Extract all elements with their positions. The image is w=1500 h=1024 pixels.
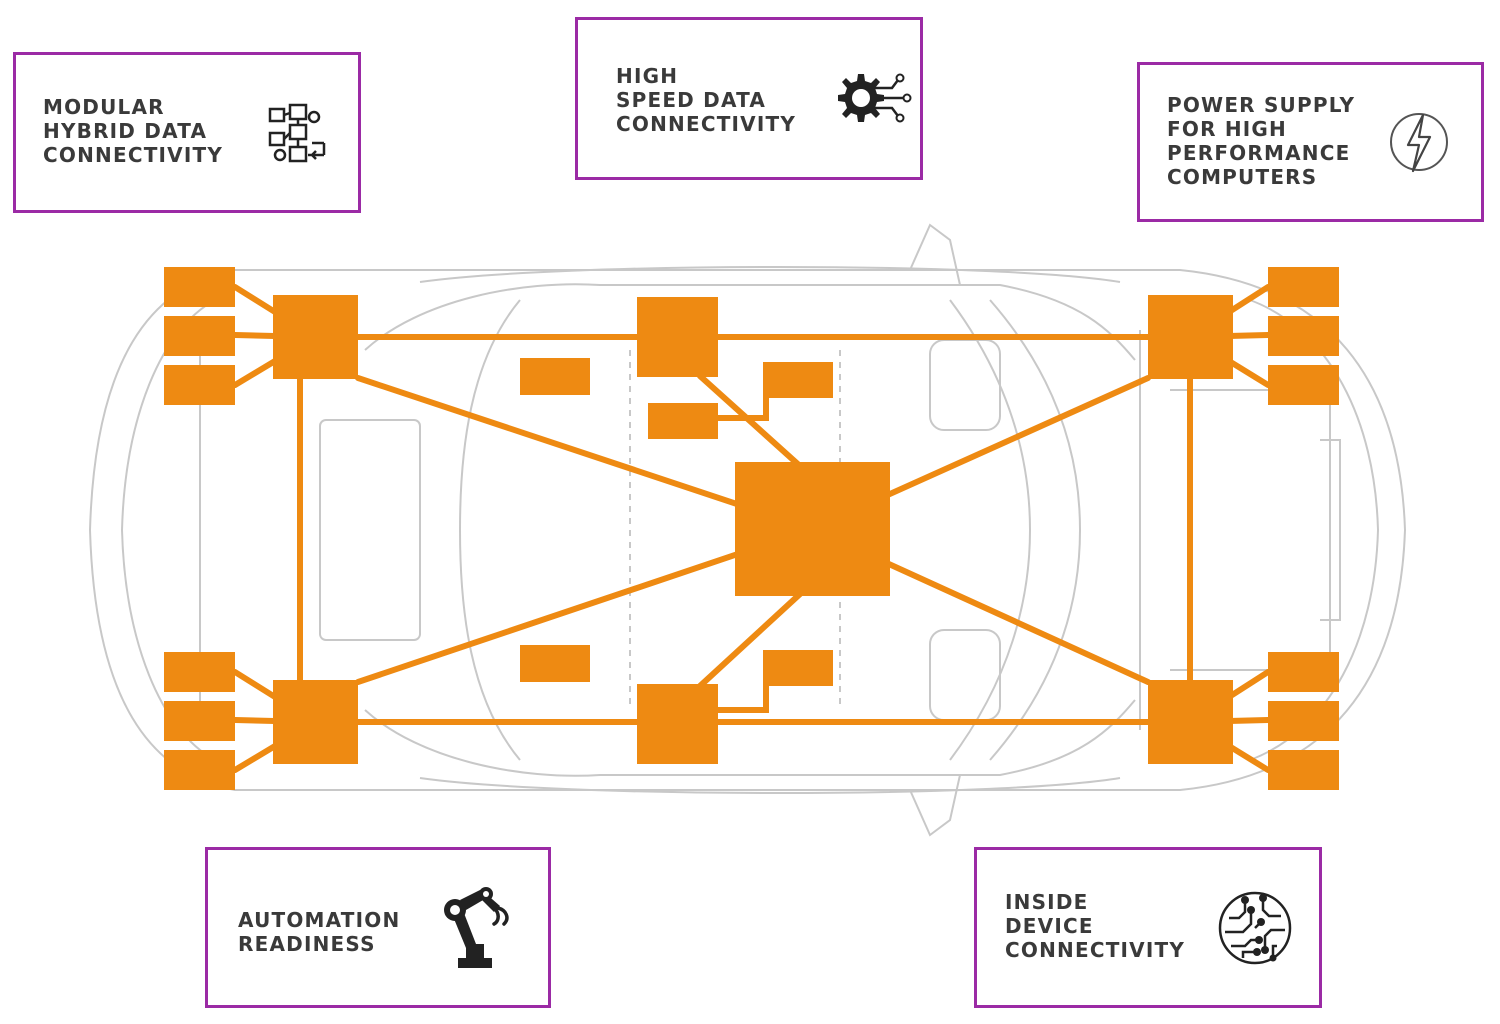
zone-controller-rear-right xyxy=(1148,680,1233,764)
mid-node-bottom xyxy=(637,684,718,764)
edge-sensor xyxy=(1268,267,1339,307)
car-outline xyxy=(88,223,1407,837)
central-compute-unit xyxy=(735,462,890,596)
edge-sensor xyxy=(164,701,235,741)
edge-sensor xyxy=(164,750,235,790)
robot-arm-icon xyxy=(444,887,509,968)
modular-blocks-icon xyxy=(268,103,326,163)
small-module xyxy=(763,362,833,398)
zone-controller-front-left xyxy=(273,295,358,379)
highspeed-connectivity-box: HIGH SPEED DATA CONNECTIVITY xyxy=(575,17,923,180)
highspeed-connectivity-label: HIGH SPEED DATA CONNECTIVITY xyxy=(616,64,797,136)
modular-connectivity-label: MODULAR HYBRID DATA CONNECTIVITY xyxy=(43,95,224,167)
edge-sensor xyxy=(1268,701,1339,741)
edge-sensor xyxy=(164,365,235,405)
automation-readiness-box: AUTOMATION READINESS xyxy=(205,847,551,1008)
circuit-chip-icon xyxy=(1218,891,1292,965)
small-module xyxy=(520,358,590,395)
mid-node-top xyxy=(637,297,718,377)
power-supply-box: POWER SUPPLY FOR HIGH PERFORMANCE COMPUT… xyxy=(1137,62,1484,222)
edge-sensor xyxy=(1268,316,1339,356)
edge-sensor xyxy=(164,316,235,356)
edge-sensor xyxy=(1268,652,1339,692)
zone-controller-front-right xyxy=(1148,295,1233,379)
small-module xyxy=(648,403,718,439)
edge-sensor xyxy=(1268,365,1339,405)
inside-device-label: INSIDE DEVICE CONNECTIVITY xyxy=(1005,890,1186,962)
edge-sensor xyxy=(1268,750,1339,790)
edge-sensor xyxy=(164,652,235,692)
small-module xyxy=(763,650,833,686)
gear-circuit-icon xyxy=(838,73,912,123)
lightning-icon xyxy=(1390,113,1448,173)
power-supply-label: POWER SUPPLY FOR HIGH PERFORMANCE COMPUT… xyxy=(1167,93,1356,189)
edge-sensor xyxy=(164,267,235,307)
network-modules xyxy=(164,267,1339,790)
automation-readiness-label: AUTOMATION READINESS xyxy=(238,908,401,956)
small-module xyxy=(520,645,590,682)
inside-device-box: INSIDE DEVICE CONNECTIVITY xyxy=(974,847,1322,1008)
modular-connectivity-box: MODULAR HYBRID DATA CONNECTIVITY xyxy=(13,52,361,213)
zone-controller-rear-left xyxy=(273,680,358,764)
